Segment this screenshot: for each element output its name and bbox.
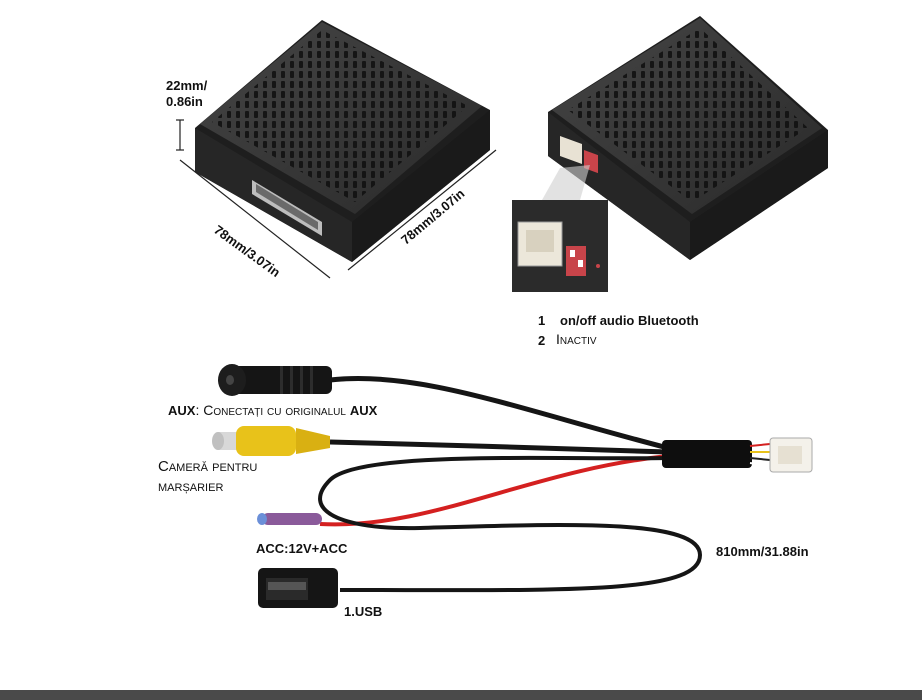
- height-label-line1: 22mm/: [166, 78, 208, 93]
- aux-label-prefix: AUX: [168, 403, 196, 418]
- cable-length-label: 810mm/31.88in: [716, 544, 809, 559]
- module-box-right: [548, 16, 828, 260]
- acc-wire-tip: [257, 513, 322, 525]
- pin-connector: [252, 180, 322, 236]
- switch-legend-item1-text: on/off audio Bluetooth: [560, 313, 699, 328]
- camera-label-line1: Cameră pentru: [158, 458, 258, 475]
- camera-label-line2: marșarier: [158, 478, 224, 495]
- module-box-left: [195, 20, 490, 262]
- acc-label: ACC:12V+ACC: [256, 541, 348, 556]
- height-dimension-marker: [176, 119, 184, 151]
- rca-yellow-connector: [212, 426, 330, 456]
- port-zoom-callout: [512, 165, 608, 292]
- usb-connector: [258, 568, 338, 608]
- switch-legend-item2-num: 2: [538, 333, 546, 348]
- aux-label: AUX: Conectați cu originalul AUX: [168, 402, 377, 418]
- aux-label-text: : Conectați cu originalul: [195, 402, 350, 418]
- switch-legend-item2-text: Inactiv: [556, 331, 597, 347]
- wiring-harness: [212, 364, 813, 608]
- height-label-line2: 0.86in: [166, 94, 203, 109]
- usb-label: 1.USB: [344, 604, 383, 619]
- switch-legend-item1-num: 1: [538, 313, 546, 328]
- aux-label-suffix: AUX: [349, 403, 378, 418]
- bottom-bar: [0, 690, 922, 700]
- aux-jack: [218, 364, 332, 396]
- length-dimension-lines: [179, 149, 497, 279]
